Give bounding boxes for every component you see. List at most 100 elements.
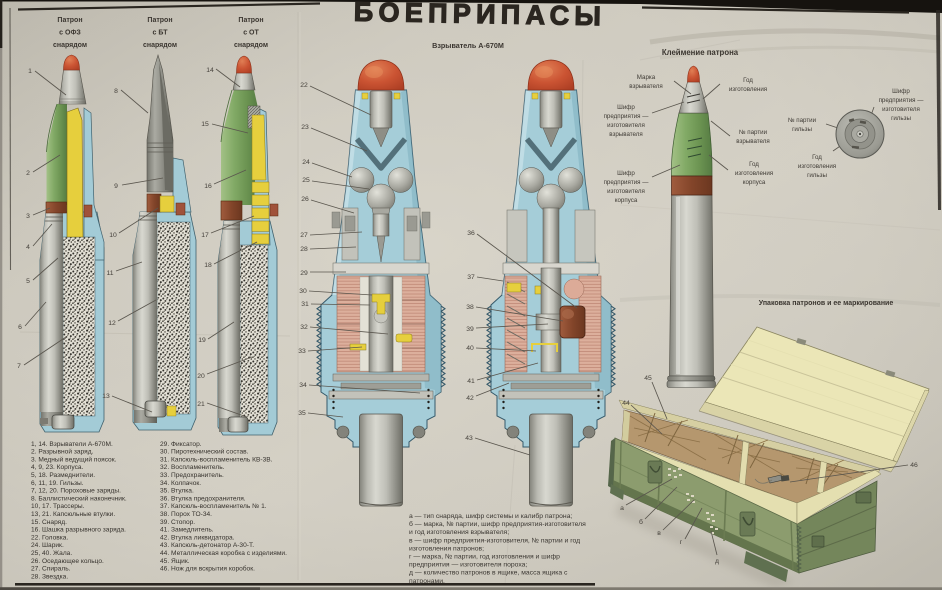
svg-text:19: 19	[198, 337, 206, 344]
svg-text:4, 9, 23. Корпуса.: 4, 9, 23. Корпуса.	[31, 464, 84, 471]
svg-text:18: 18	[204, 262, 212, 269]
svg-text:44: 44	[622, 400, 630, 407]
svg-text:изготовления: изготовления	[798, 163, 836, 170]
svg-text:изготовления патронов;: изготовления патронов;	[409, 545, 484, 552]
svg-text:32: 32	[300, 324, 308, 331]
svg-text:снарядом: снарядом	[53, 42, 87, 49]
svg-text:10, 17. Трассеры.: 10, 17. Трассеры.	[31, 503, 85, 510]
svg-text:Патрон: Патрон	[57, 17, 82, 24]
svg-text:предприятия —: предприятия —	[879, 97, 925, 104]
svg-text:42: 42	[466, 395, 474, 402]
svg-text:снарядом: снарядом	[234, 42, 268, 49]
svg-text:гильзы: гильзы	[792, 126, 812, 133]
svg-text:37: 37	[467, 274, 475, 281]
svg-text:34: 34	[299, 382, 307, 389]
svg-text:8: 8	[114, 88, 118, 95]
svg-text:6, 11, 19. Гильзы.: 6, 11, 19. Гильзы.	[31, 480, 84, 487]
svg-text:3: 3	[26, 213, 30, 220]
svg-text:30. Пиротехнический состав.: 30. Пиротехнический состав.	[160, 448, 249, 456]
svg-text:10: 10	[109, 232, 117, 239]
svg-text:26: 26	[301, 196, 309, 203]
svg-text:42. Втулка ликвидатора.: 42. Втулка ликвидатора.	[160, 534, 235, 541]
svg-text:27. Спираль.: 27. Спираль.	[31, 566, 71, 573]
svg-text:3. Медный ведущий поясок.: 3. Медный ведущий поясок.	[31, 455, 117, 463]
svg-text:31. Капсюль-воспламенитель КВ-: 31. Капсюль-воспламенитель КВ-3В.	[160, 456, 273, 463]
svg-text:с ОТ: с ОТ	[243, 30, 259, 37]
svg-text:43: 43	[465, 435, 473, 442]
svg-text:Взрыватель А-670М: Взрыватель А-670М	[432, 41, 504, 50]
svg-text:35. Втулка.: 35. Втулка.	[160, 488, 194, 495]
svg-text:1, 14. Взрыватели А-670М.: 1, 14. Взрыватели А-670М.	[31, 441, 113, 448]
svg-text:6: 6	[18, 324, 22, 331]
svg-text:Клеймение патрона: Клеймение патрона	[662, 48, 739, 57]
svg-text:д — количество патронов в ящик: д — количество патронов в ящике, масса я…	[409, 570, 568, 577]
svg-text:15. Снаряд.: 15. Снаряд.	[31, 519, 67, 526]
svg-text:Год: Год	[743, 77, 753, 84]
svg-text:БОЕПРИПАСЫ: БОЕПРИПАСЫ	[354, 0, 607, 31]
svg-text:46. Нож для вскрытия коробок.: 46. Нож для вскрытия коробок.	[160, 565, 255, 573]
svg-text:Патрон: Патрон	[238, 17, 263, 24]
svg-text:25, 40. Жала.: 25, 40. Жала.	[31, 550, 72, 557]
svg-text:5, 18. Размеднители.: 5, 18. Размеднители.	[31, 472, 95, 479]
svg-text:28. Звездка.: 28. Звездка.	[31, 573, 68, 580]
svg-text:38: 38	[466, 304, 474, 311]
svg-text:изготовителя: изготовителя	[882, 106, 920, 113]
svg-text:41: 41	[467, 378, 475, 385]
svg-text:корпуса: корпуса	[743, 179, 766, 186]
svg-text:17: 17	[201, 232, 209, 239]
svg-text:13, 21. Капсюльные втулки.: 13, 21. Капсюльные втулки.	[31, 511, 115, 518]
svg-text:34. Колпачок.: 34. Колпачок.	[160, 480, 201, 487]
svg-text:г: г	[680, 539, 683, 546]
svg-text:9: 9	[114, 183, 118, 190]
svg-text:№ партии: № партии	[788, 117, 817, 124]
svg-text:45: 45	[644, 375, 652, 382]
svg-text:патронами.: патронами.	[409, 578, 445, 585]
svg-text:35: 35	[298, 410, 306, 417]
svg-text:предприятия —: предприятия —	[604, 179, 650, 186]
svg-text:24: 24	[302, 159, 310, 166]
svg-text:21: 21	[197, 401, 205, 408]
svg-text:29. Фиксатор.: 29. Фиксатор.	[160, 441, 202, 448]
svg-text:39: 39	[466, 326, 474, 333]
svg-text:30: 30	[299, 288, 307, 295]
svg-text:снарядом: снарядом	[143, 42, 177, 49]
svg-text:22: 22	[300, 82, 308, 89]
svg-text:2. Разрывной заряд.: 2. Разрывной заряд.	[31, 448, 94, 456]
svg-text:№ партии: № партии	[739, 129, 768, 136]
svg-text:предприятия — изготовителя пор: предприятия — изготовителя пороха;	[409, 562, 527, 569]
svg-text:Патрон: Патрон	[147, 17, 172, 24]
svg-text:41. Замедлитель.: 41. Замедлитель.	[160, 527, 214, 534]
svg-text:22. Головка.: 22. Головка.	[31, 534, 68, 541]
svg-text:45. Ящик.: 45. Ящик.	[160, 558, 190, 565]
svg-text:11: 11	[106, 270, 113, 277]
svg-text:13: 13	[102, 393, 110, 400]
svg-text:16: 16	[204, 183, 212, 190]
svg-text:28: 28	[300, 246, 308, 253]
svg-text:изготовителя: изготовителя	[607, 122, 645, 129]
svg-text:гильзы: гильзы	[891, 115, 911, 122]
svg-text:12: 12	[108, 320, 116, 327]
svg-text:25: 25	[302, 177, 310, 184]
svg-text:31: 31	[301, 301, 309, 308]
svg-text:26. Оседающее кольцо.: 26. Оседающее кольцо.	[31, 558, 104, 565]
svg-text:7: 7	[17, 363, 21, 370]
svg-text:взрывателя: взрывателя	[609, 131, 642, 138]
svg-text:40: 40	[466, 345, 474, 352]
svg-text:в: в	[657, 530, 661, 537]
svg-text:с ОФЗ: с ОФЗ	[59, 30, 81, 37]
svg-text:взрывателя: взрывателя	[629, 83, 662, 90]
svg-text:38. Порох ТО-34.: 38. Порох ТО-34.	[160, 511, 212, 518]
svg-text:изготовления: изготовления	[735, 170, 773, 177]
svg-text:33. Предохранитель.: 33. Предохранитель.	[160, 472, 224, 479]
svg-text:39. Стопор.: 39. Стопор.	[160, 519, 195, 526]
svg-text:а: а	[620, 505, 624, 512]
svg-text:29: 29	[300, 270, 308, 277]
svg-text:27: 27	[300, 232, 308, 239]
svg-text:36. Втулка предохранителя.: 36. Втулка предохранителя.	[160, 495, 246, 502]
svg-text:и год изготовления взрывателя;: и год изготовления взрывателя;	[409, 529, 509, 536]
svg-text:36: 36	[467, 230, 475, 237]
svg-text:взрывателя: взрывателя	[736, 138, 769, 145]
svg-text:32. Воспламенитель.: 32. Воспламенитель.	[160, 464, 225, 471]
svg-text:33: 33	[298, 348, 306, 355]
svg-text:а — тип снаряда, шифр системы: а — тип снаряда, шифр системы и калибр п…	[409, 512, 572, 520]
